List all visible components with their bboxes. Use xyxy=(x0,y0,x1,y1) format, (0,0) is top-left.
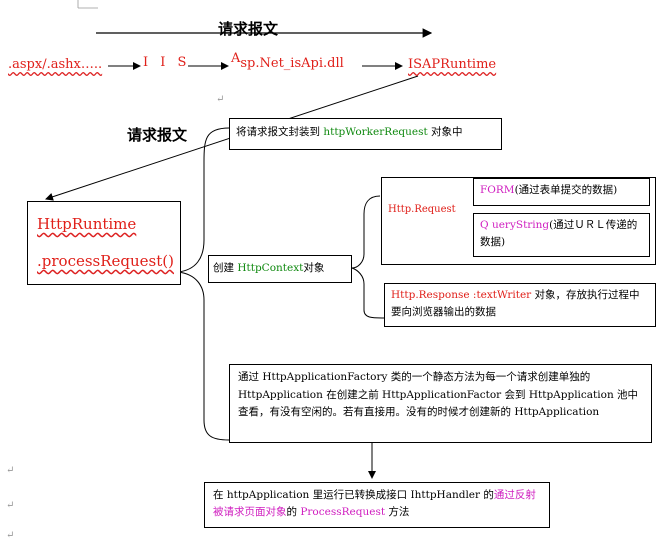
process-request-label: .processRequest() xyxy=(37,252,174,270)
http-response-box: Http.Response :textWriter 对象，存放执行过程中要向浏览… xyxy=(384,283,656,327)
para-mark-4: ↵ xyxy=(6,530,15,541)
application-factory-box: 通过 HttpApplicationFactory 类的一个静态方法为每一个请求… xyxy=(229,364,652,443)
brace-context xyxy=(351,195,385,319)
isapruntime-label: ISAPRuntime xyxy=(408,57,497,72)
querystring-box: Q ueryString(通过ＵＲＬ传递的数据) xyxy=(473,213,650,257)
brace-main xyxy=(177,127,230,441)
top-heading: 请求报文 xyxy=(218,20,279,38)
wrap-request-box: 将请求报文封装到 httpWorkerRequest 对象中 xyxy=(229,118,502,150)
para-mark: ↵ xyxy=(216,94,225,105)
para-mark-2: ↵ xyxy=(6,465,15,476)
http-request-label: Http.Request xyxy=(388,204,456,215)
iis-label: I I S xyxy=(143,55,191,70)
dll-label: Asp.Net_isApi.dll xyxy=(231,51,344,71)
httpruntime-label: HttpRuntime xyxy=(37,215,137,233)
httpruntime-box: HttpRuntime .processRequest() xyxy=(27,201,181,285)
aspx-label: .aspx/.ashx….. xyxy=(8,57,103,72)
form-box: FORM(通过表单提交的数据) xyxy=(473,178,650,206)
para-mark-3: ↵ xyxy=(6,500,15,511)
left-heading: 请求报文 xyxy=(127,126,188,144)
httpcontext-box: 创建 HttpContext对象 xyxy=(208,255,352,283)
process-request-final-box: 在 httpApplication 里运行已转换成接口 IhttpHandler… xyxy=(204,482,550,528)
